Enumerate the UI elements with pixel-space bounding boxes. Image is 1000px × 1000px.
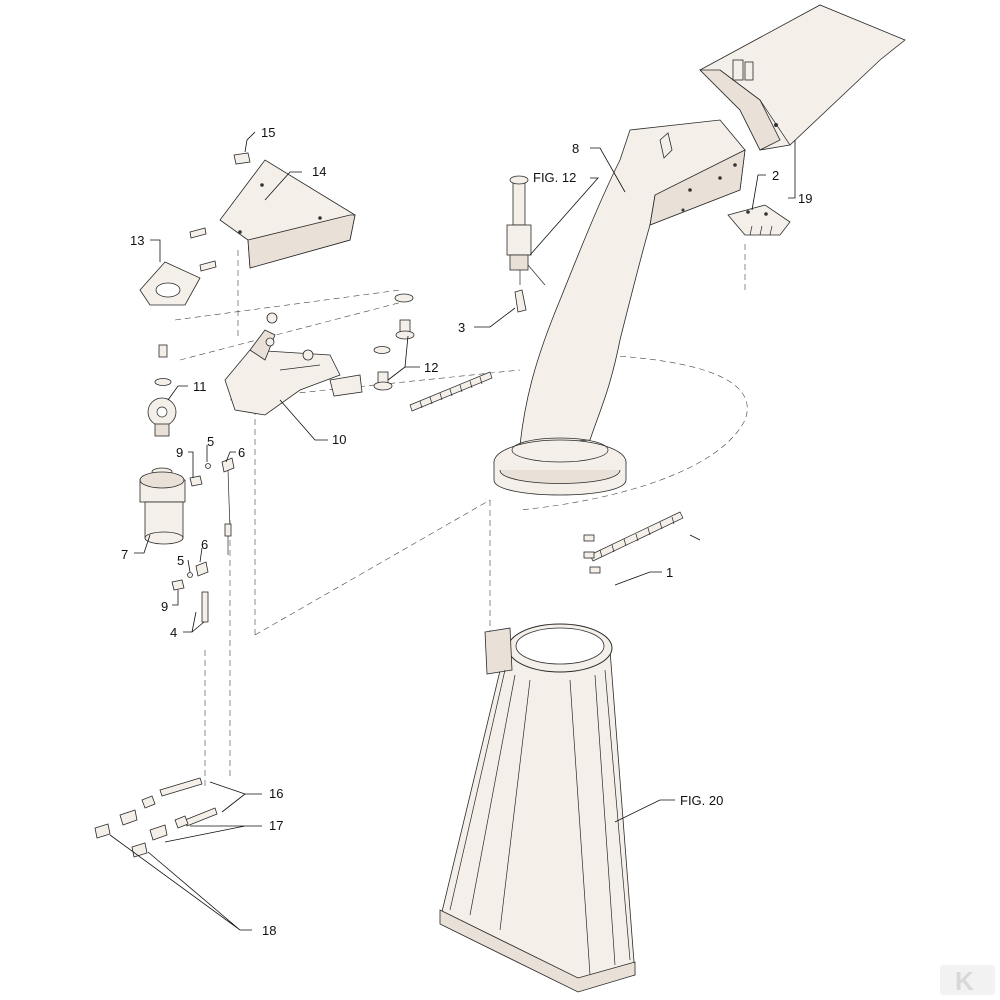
callout-9-lower: 9 [161,599,168,614]
brand-logo: K [940,965,995,996]
callout-9-upper: 9 [176,445,183,460]
part-2-bracket [727,204,791,236]
callout-2: 2 [772,168,779,183]
part-10-mount-plate [224,312,363,416]
part-7-motor [139,467,186,545]
part-12-bolts [373,293,415,391]
part-19-spout-hood [699,4,906,151]
callout-14: 14 [312,164,326,179]
callout-3: 3 [458,320,465,335]
callout-fig12: FIG. 12 [533,170,576,185]
parts-16-17-18 [94,777,218,858]
fittings [171,457,235,623]
callout-19: 19 [798,191,812,206]
callout-10: 10 [332,432,346,447]
logo-mark: K [955,966,974,996]
upper-chain [409,371,493,412]
part-8-discharge-spout [493,119,746,496]
fig20-chute [439,623,636,993]
part-14-guard [219,159,356,269]
callout-4: 4 [170,625,177,640]
fig12-actuator [506,175,546,286]
callout-labels: 15 14 13 8 FIG. 12 2 19 3 12 11 10 9 5 6… [121,125,812,938]
callout-11: 11 [193,379,207,394]
leader-lines [109,131,796,931]
callout-13: 13 [130,233,144,248]
callout-16: 16 [269,786,283,801]
callout-17: 17 [269,818,283,833]
part-3-clip [514,289,527,313]
callout-6-upper: 6 [238,445,245,460]
callout-6-lower: 6 [201,537,208,552]
callout-15: 15 [261,125,275,140]
callout-12: 12 [424,360,438,375]
callout-1: 1 [666,565,673,580]
callout-7: 7 [121,547,128,562]
callout-5-lower: 5 [177,553,184,568]
part-1-chain [583,511,684,574]
callout-5-upper: 5 [207,434,214,449]
part-13-bracket [139,227,217,306]
part-15-clip [233,152,251,165]
part-11-sprocket [147,344,177,437]
callout-18: 18 [262,923,276,938]
callout-8: 8 [572,141,579,156]
callout-fig20: FIG. 20 [680,793,723,808]
